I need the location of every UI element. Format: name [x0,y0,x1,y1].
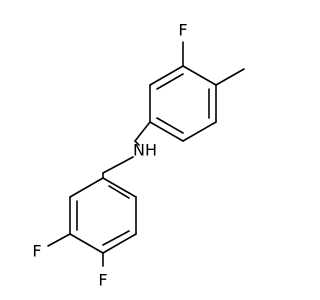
atom-label-fluorine-bottom-right: F [98,271,107,290]
bond-bottom-fluoro-left [47,233,71,247]
bond-bottom-ring-3 [102,233,137,254]
bond-top-ring-double-3 [156,117,184,134]
bond-top-ring-1 [149,65,184,86]
bond-bottom-ring-double-1 [108,185,130,199]
bond-bottom-ring-6 [69,177,104,198]
atom-label-amine: NH [133,141,157,160]
bottom-ring [47,177,137,267]
bond-top-ch2-ring [134,121,151,142]
molecule-structure: F NH F F [32,21,245,290]
bond-nh-bottom-ch2 [102,156,134,174]
atom-label-fluorine-top: F [178,21,187,40]
bond-top-ring-4 [182,121,217,142]
atom-label-fluorine-bottom-left: F [32,242,41,261]
bond-top-ch2-nh [134,140,140,146]
bond-top-ring-5 [149,121,184,142]
bond-top-ring-2 [182,65,217,86]
bond-bottom-ring-4 [69,233,104,254]
bond-top-methyl [215,68,245,86]
bond-top-ring-double-1 [156,73,184,90]
linker [102,121,151,179]
bond-bottom-ring-double-2 [102,230,130,246]
bond-bottom-ring-1 [102,177,137,198]
top-ring [149,41,245,142]
